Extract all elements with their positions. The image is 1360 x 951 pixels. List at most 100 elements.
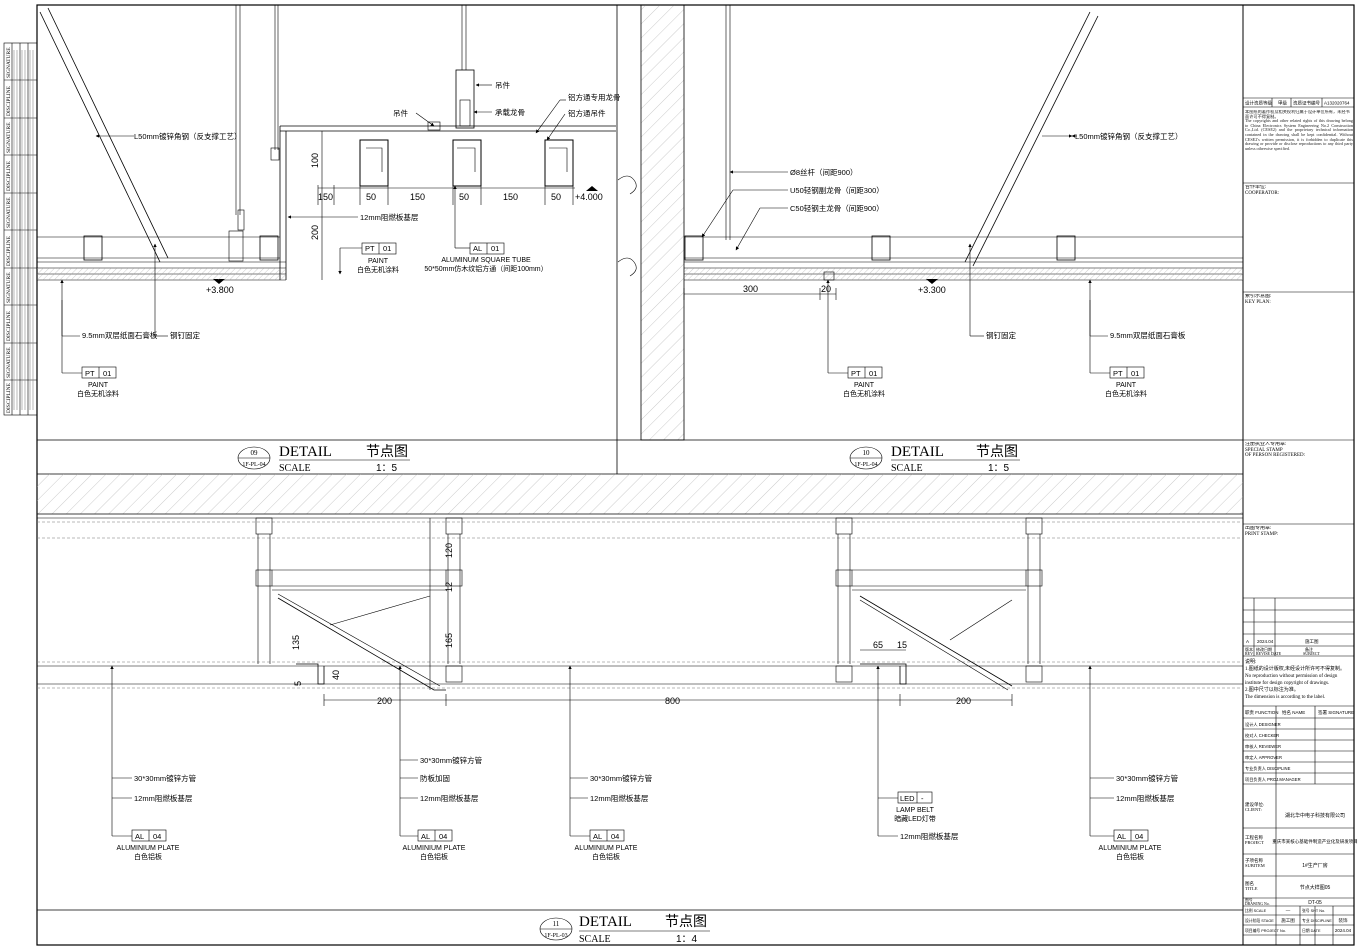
tag-name: PAINT [88, 382, 109, 389]
title-block: 设计资质等级 甲级 资质证书编号 A132020764 本图纸的著作权及相关权利… [1243, 97, 1358, 945]
dim: 150 [318, 192, 333, 202]
rev-mark: A [1246, 639, 1249, 644]
tag-desc: 白色铝板 [134, 852, 162, 861]
rev-hdr: REV [1245, 651, 1253, 656]
tag-name: PAINT [854, 382, 875, 389]
dim: 150 [503, 192, 518, 202]
tag-desc: 白色无机涂料 [77, 389, 119, 398]
dim: 50 [551, 192, 561, 202]
callout-board: 12mm阻燃板基层 [360, 212, 419, 222]
detail-ref: 1F-PL-04 [854, 462, 877, 468]
strip-label: SIGNATURE [6, 122, 12, 153]
callout: 防板加固 [420, 773, 450, 783]
title-detail-10: 10 1F-PL-04 DETAIL 节点图 SCALE 1：5 [849, 443, 1020, 474]
dim: 50 [459, 192, 469, 202]
strip-label: DISCIPLINE [6, 382, 12, 413]
callout: 30*30mm镀锌方管 [420, 755, 483, 765]
note-line: The dimension is according to the label. [1245, 695, 1325, 700]
callout-hanger: 吊件 [495, 80, 510, 90]
level-bottom: +3.800 [206, 285, 234, 295]
tag-num: 01 [103, 369, 111, 378]
note-line: 1.图纸的设计版权,未经设计所许可不得复制。 [1245, 665, 1345, 672]
strip-label: DISCIPLINE [6, 160, 12, 191]
strip-label: DISCIPLINE [6, 235, 12, 266]
dim: 100 [310, 153, 320, 168]
detail-number: 09 [251, 449, 259, 457]
tag-code: PT [85, 369, 95, 378]
scale-label: SCALE [579, 934, 611, 945]
callout-nail: 钢钉固定 [986, 330, 1016, 340]
dim: 15 [897, 640, 907, 650]
detail-ref: 1F-PL-04 [242, 462, 265, 468]
tag-code: AL [421, 832, 430, 841]
rev-hdr: 版本 [1245, 646, 1253, 652]
strip-label: SIGNATURE [6, 197, 12, 228]
cert-cell: A132020764 [1324, 101, 1350, 106]
client-label: 建设单位: CLIENT: [1245, 802, 1265, 812]
dim: 20 [821, 284, 831, 294]
project-label: 工程名称 PROJECT [1245, 835, 1265, 845]
left-signature-strip: SIGNATURE DISCIPLINE SIGNATURE DISCIPLIN… [3, 42, 38, 416]
proj-no-label: 项目编号 PROJECT No. [1245, 928, 1286, 933]
detail-title-en: DETAIL [279, 444, 332, 460]
tag-name: PAINT [368, 258, 389, 265]
callout: 12mm阻燃板基层 [900, 831, 959, 841]
level: +3.300 [918, 285, 946, 295]
tag-num: 04 [1135, 832, 1143, 841]
center-wall [616, 4, 685, 474]
callout-alu-hanger: 铝方通吊件 [568, 108, 606, 118]
tag-code: PT [365, 244, 375, 253]
note-line: 2.图中尺寸以标注为准。 [1245, 686, 1299, 693]
tag-code: PT [851, 369, 861, 378]
detail-title-cn: 节点图 [665, 913, 707, 929]
dim: 50 [366, 192, 376, 202]
scale-label: SCALE [891, 463, 923, 474]
tag-num: 04 [611, 832, 619, 841]
copyright-en: The copyrights and other related rights … [1245, 118, 1353, 151]
stamp-label: 注册执业人专用章: SPECIAL STAMP OF PERSON REGIST… [1245, 442, 1306, 459]
callout-angle: L50mm镀锌角钢（反支撑工艺） [134, 131, 242, 141]
tag-name: ALUMINIUM PLATE [1099, 845, 1162, 852]
cert-cell: 资质证书编号 [1293, 100, 1320, 107]
callout-angle: L50mm镀锌角钢（反支撑工艺） [1075, 131, 1183, 141]
subitem-label: 子项名称 SUBITEM [1245, 858, 1265, 868]
tag-desc: 白色铝板 [1116, 852, 1144, 861]
tag-desc: 暗藏LED灯带 [894, 814, 936, 823]
scale-value: 1：5 [376, 463, 398, 474]
tag-num: 04 [153, 832, 161, 841]
strip-label: SIGNATURE [6, 47, 12, 78]
note-line: institute for design copyright of drawin… [1245, 681, 1329, 686]
cert-cell: 甲级 [1278, 100, 1287, 107]
scale-label: SCALE [279, 463, 311, 474]
tag-desc: 白色铝板 [592, 852, 620, 861]
roles-hdr: 职责 FUNCTION [1245, 709, 1279, 716]
dim: 200 [377, 696, 392, 706]
detail-title-cn: 节点图 [976, 443, 1018, 459]
title-detail-11: 11 1F-PL-03 DETAIL 节点图 SCALE 1：4 [539, 913, 710, 945]
detail-title-cn: 节点图 [366, 443, 408, 459]
tag-name: ALUMINUM SQUARE TUBE [441, 257, 531, 264]
drawing-no: DT-05 [1308, 900, 1322, 906]
callout: 12mm阻燃板基层 [134, 793, 193, 803]
rev-hdr: 备注 [1305, 646, 1313, 652]
dim: 200 [956, 696, 971, 706]
detail-09: 150 50 150 50 150 50 100 200 +4.000 +3.8… [37, 5, 621, 398]
tag-desc: 白色无机涂料 [843, 389, 885, 398]
callout: 30*30mm镀锌方管 [134, 773, 197, 783]
strip-label: DISCIPLINE [6, 85, 12, 116]
tag-code: AL [593, 832, 602, 841]
discipline-label: 专业 DISCIPLINE [1302, 918, 1332, 923]
dim: 5 [293, 681, 303, 686]
dim: 12 [444, 582, 454, 592]
strip-label: SIGNATURE [6, 347, 12, 378]
scale-label: 比例 SCALE [1245, 908, 1267, 913]
detail-title-en: DETAIL [891, 444, 944, 460]
notes: 说明: 1.图纸的设计版权,未经设计所许可不得复制。 No reproducti… [1245, 658, 1345, 700]
tag-desc: 白色无机涂料 [357, 265, 399, 274]
subitem: 1#生产厂房 [1302, 862, 1328, 869]
roles-hdr: 姓名 NAME [1282, 709, 1305, 716]
role: 设计人 DESIGNER [1245, 721, 1281, 728]
role: 专业负责人 DISCIPLINE [1245, 765, 1291, 772]
tag-num: 01 [1131, 369, 1139, 378]
